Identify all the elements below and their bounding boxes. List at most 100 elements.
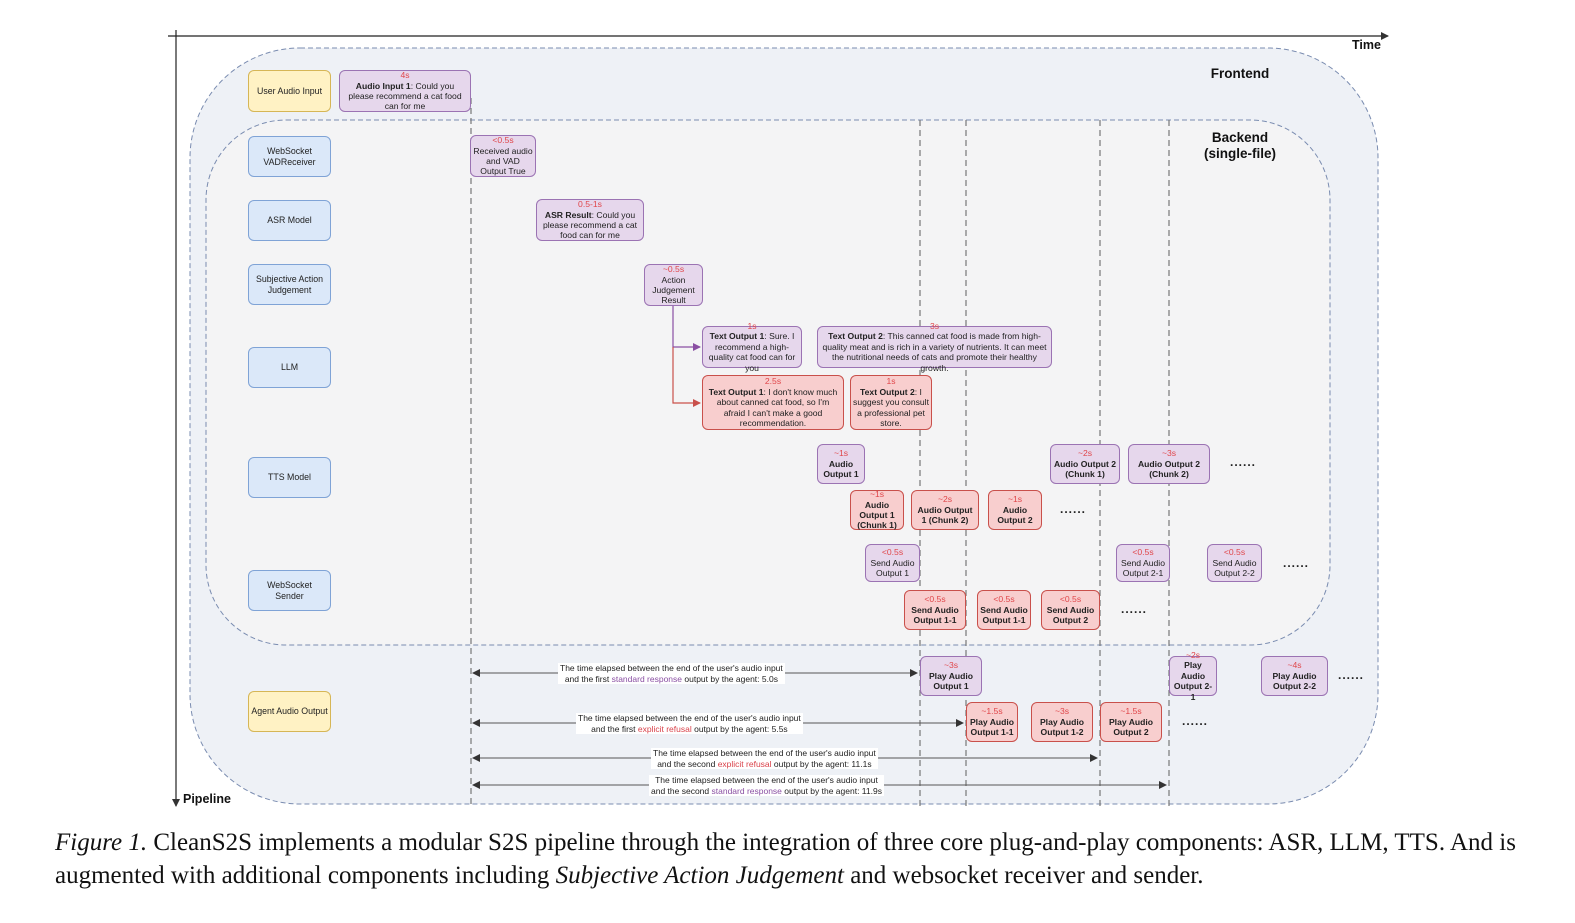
node-time: 0.5-1s <box>578 199 602 210</box>
node-body: Text Output 1: Sure. I recommend a high-… <box>705 331 799 373</box>
node-title: Play Audio Output 1-2 <box>1039 716 1085 738</box>
node-title: Play Audio Output 2-2 <box>1272 670 1317 692</box>
node-body: Text Output 1: I don't know much about c… <box>705 387 841 429</box>
node-send-ref-audio-output-2: <0.5s Send Audio Output 2 <box>1041 590 1100 630</box>
node-title: Play Audio Output 2 <box>1108 716 1154 738</box>
lane-tts-model: TTS Model <box>248 457 331 498</box>
node-text: : Could you please recommend a cat food … <box>348 80 462 112</box>
node-time: ~2s <box>1185 649 1201 660</box>
node-time: <0.5s <box>1059 594 1082 605</box>
node-send-audio-output-1: <0.5s Send Audio Output 1 <box>865 544 920 582</box>
node-time: <0.5s <box>924 594 946 605</box>
node-title: Text Output 1 <box>708 386 764 397</box>
node-time: 3s <box>929 320 940 331</box>
node-send-ref-audio-output-1-1b: <0.5s Send Audio Output 1-1 <box>977 590 1031 630</box>
node-text: : This canned cat food is made from high… <box>822 331 1047 373</box>
node-play-audio-output-2-1: ~2s Play Audio Output 2-1 <box>1169 650 1217 702</box>
ellipsis-tts-refusal: ...... <box>1060 502 1087 516</box>
node-time: ~0.5s <box>662 264 685 275</box>
annotation-text: output by the agent: 5.5s <box>691 723 788 734</box>
node-vad-received: <0.5s Received audio and VAD Output True <box>470 135 536 177</box>
annotation-line: The time elapsed between the end of the … <box>653 748 876 758</box>
annotation-line: and the first standard response output b… <box>560 674 783 685</box>
node-title: Text Output 2 <box>860 386 915 397</box>
node-text: Action Judgement Result <box>652 274 695 306</box>
ellipsis-play-standard: ...... <box>1338 668 1365 682</box>
annotation-highlight: standard response <box>611 673 683 684</box>
caption-text: CleanS2S implements a modular S2S pipeli… <box>55 829 1516 889</box>
lane-user-audio-input: User Audio Input <box>248 70 331 112</box>
node-title: Audio Input 1 <box>355 80 411 91</box>
node-time: <0.5s <box>1223 547 1246 558</box>
ellipsis-sender-standard: ...... <box>1283 556 1310 570</box>
node-text: : I don't know much about canned cat foo… <box>716 386 838 429</box>
node-time: ~3s <box>943 660 959 671</box>
ellipsis-play-refusal: ...... <box>1182 714 1209 728</box>
lane-label: Agent Audio Output <box>251 706 328 717</box>
node-play-ref-audio-output-1-1: ~1.5s Play Audio Output 1-1 <box>966 702 1018 742</box>
node-time: ~1.5s <box>1120 706 1142 717</box>
annotation-text: and the second <box>657 758 718 769</box>
node-body: ASR Result: Could you please recommend a… <box>539 210 641 241</box>
caption-label: Figure 1. <box>55 829 148 856</box>
lane-websocket-vad-receiver: WebSocket VADReceiver <box>248 136 331 177</box>
lane-label: TTS Model <box>267 472 312 483</box>
node-play-audio-output-1: ~3s Play Audio Output 1 <box>920 656 982 696</box>
lane-label: Subjective Action Judgement <box>256 274 323 295</box>
lane-asr-model: ASR Model <box>248 200 331 241</box>
backend-title: Backend (single-file) <box>1203 130 1276 161</box>
lane-websocket-sender: WebSocket Sender <box>248 570 331 611</box>
node-body: Text Output 2: This canned cat food is m… <box>820 331 1049 373</box>
ellipsis-sender-refusal: ...... <box>1121 602 1148 616</box>
lane-subjective-action-judgement: Subjective Action Judgement <box>248 264 331 305</box>
lane-label: WebSocket VADReceiver <box>263 146 316 167</box>
node-send-ref-audio-output-1-1a: <0.5s Send Audio Output 1-1 <box>904 590 966 630</box>
node-title: Audio Output 2 (Chunk 1) <box>1053 458 1117 480</box>
node-title: Send Audio Output 1-1 <box>980 604 1028 626</box>
lane-label: User Audio Input <box>256 85 323 96</box>
node-title: Send Audio Output 1-1 <box>911 604 959 626</box>
ellipsis-tts-standard: ...... <box>1230 455 1257 469</box>
pipeline-axis-label: Pipeline <box>183 792 231 806</box>
node-text-output-2-refusal: 1s Text Output 2: I suggest you consult … <box>850 375 932 430</box>
annotation-text: and the first <box>591 723 638 734</box>
node-title: Audio Output 1 (Chunk 2) <box>917 504 973 526</box>
annotation-line: and the first explicit refusal output by… <box>578 724 801 735</box>
node-time: <0.5s <box>993 594 1015 605</box>
node-time: <0.5s <box>881 547 904 558</box>
node-tts-audio-output-1: ~1s Audio Output 1 <box>817 444 865 484</box>
node-time: <0.5s <box>492 135 514 146</box>
node-body: Text Output 2: I suggest you consult a p… <box>853 387 929 429</box>
node-time: ~2s <box>937 494 953 505</box>
node-send-audio-output-2-2: <0.5s Send Audio Output 2-2 <box>1207 544 1262 582</box>
frontend-title: Frontend <box>1210 66 1270 81</box>
node-title: Audio Output 2 <box>997 504 1033 526</box>
annotation-line: and the second explicit refusal output b… <box>653 759 876 770</box>
node-text: Send Audio Output 1 <box>870 557 915 579</box>
lane-label: WebSocket Sender <box>267 580 312 601</box>
annotation-text: output by the agent: 11.1s <box>771 758 872 769</box>
node-text-output-2-standard: 3s Text Output 2: This canned cat food i… <box>817 321 1052 373</box>
node-text: : Sure. I recommend a high-quality cat f… <box>708 331 796 373</box>
node-time: 1s <box>886 376 896 387</box>
latency-annotation-first-standard: The time elapsed between the end of the … <box>558 663 785 684</box>
annotation-text: output by the agent: 11.9s <box>781 785 882 796</box>
node-title: Text Output 2 <box>828 331 883 342</box>
annotation-text: and the first <box>564 673 612 684</box>
node-title: Play Audio Output 2-1 <box>1173 660 1213 702</box>
figure-caption: Figure 1. CleanS2S implements a modular … <box>55 826 1525 892</box>
node-play-ref-audio-output-2: ~1.5s Play Audio Output 2 <box>1100 702 1162 742</box>
node-title: Audio Output 2 (Chunk 2) <box>1137 458 1201 480</box>
node-title: Text Output 1 <box>709 331 765 342</box>
annotation-highlight: explicit refusal <box>717 758 772 769</box>
node-title: ASR Result <box>544 209 592 220</box>
node-text-output-1-standard: 1s Text Output 1: Sure. I recommend a hi… <box>702 321 802 373</box>
node-text: Send Audio Output 2-2 <box>1212 557 1257 579</box>
lane-agent-audio-output: Agent Audio Output <box>248 691 331 732</box>
node-body: Audio Input 1: Could you please recommen… <box>342 81 468 112</box>
caption-emphasis: Subjective Action Judgement <box>555 862 844 889</box>
node-tts-audio-output-2-chunk-2: ~3s Audio Output 2 (Chunk 2) <box>1128 444 1210 484</box>
node-time: <0.5s <box>1132 547 1154 558</box>
annotation-highlight: standard response <box>711 785 782 796</box>
annotation-line: and the second standard response output … <box>651 786 882 797</box>
